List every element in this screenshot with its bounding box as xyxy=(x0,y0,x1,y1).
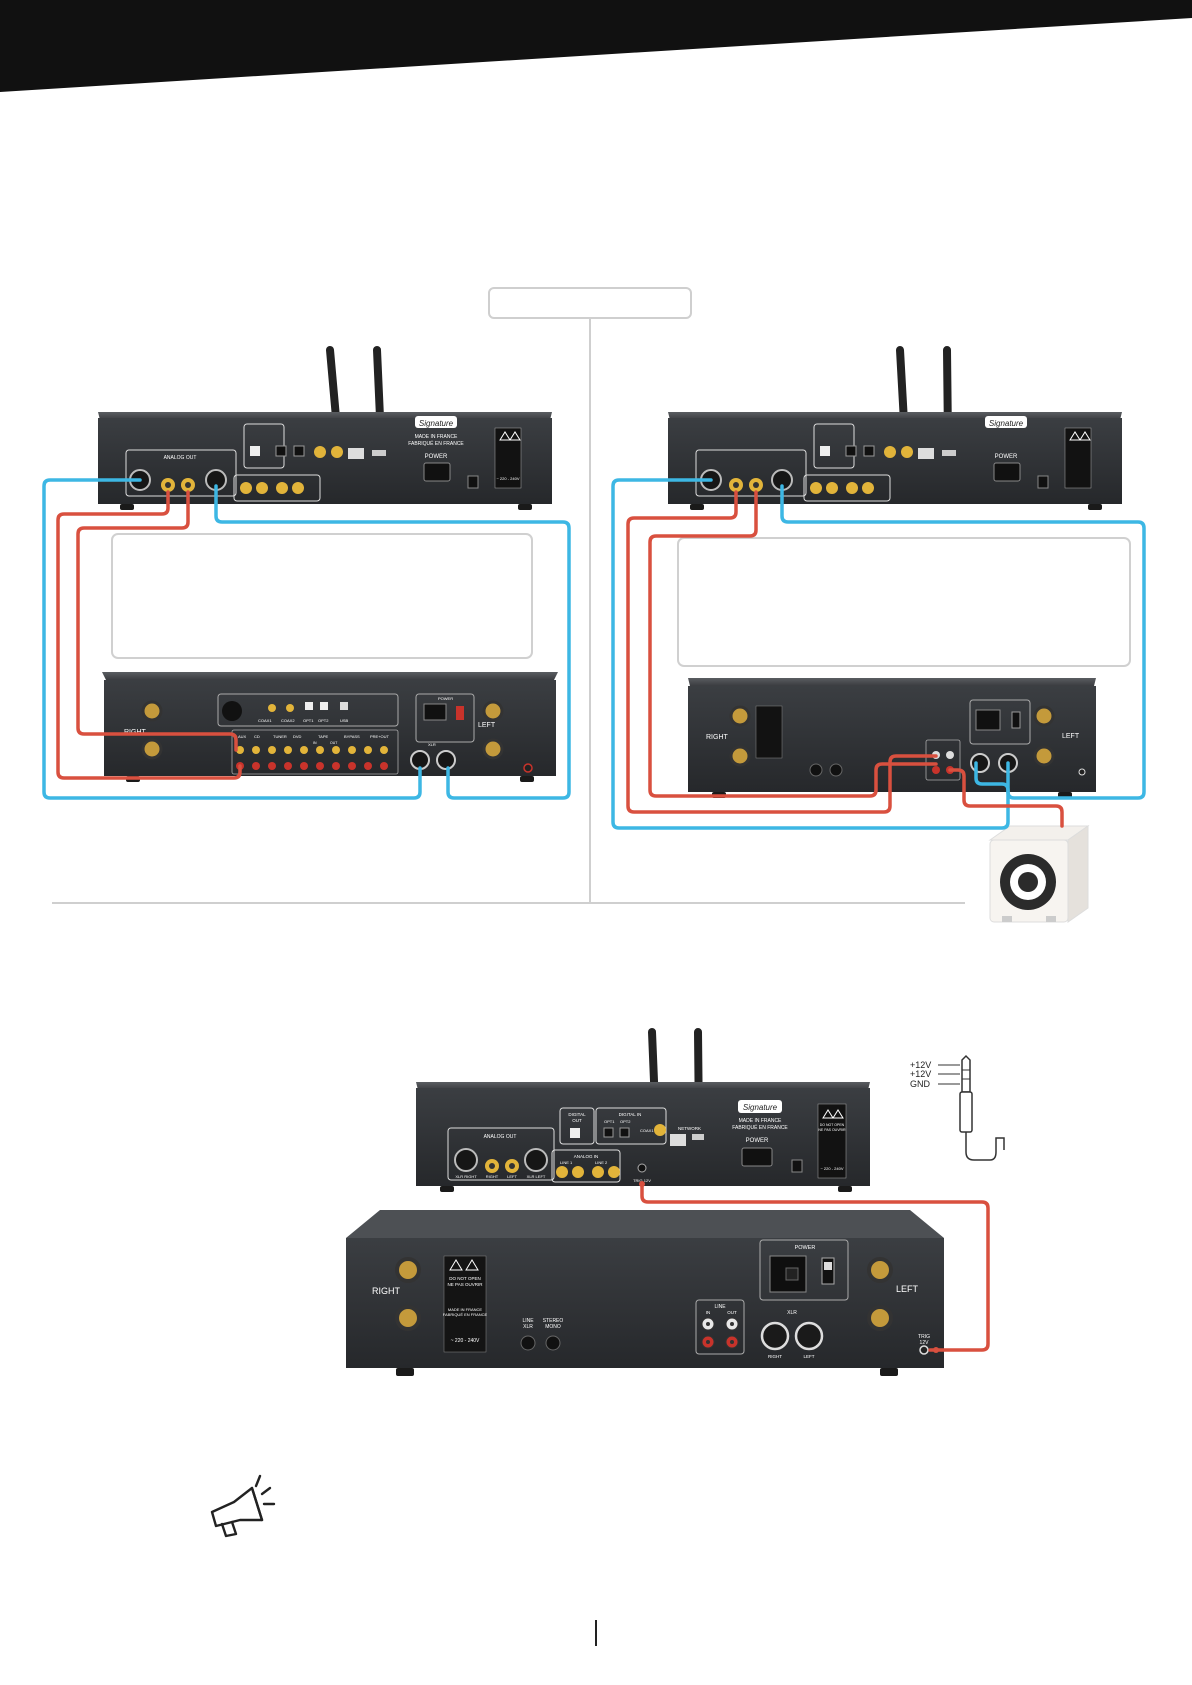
sb-line1-label: LINE 1 xyxy=(560,1160,573,1165)
sb-power-label: POWER xyxy=(746,1138,769,1144)
int-amp-opt1: OPT1 xyxy=(303,718,314,723)
pa-stereo-label: STEREO xyxy=(543,1318,564,1324)
streamer2-power-label: POWER xyxy=(995,454,1018,460)
int-amp-tape-out: OUT xyxy=(330,741,338,745)
header-band xyxy=(0,0,1192,92)
sb-trig-label: TRIG 12V xyxy=(633,1178,651,1183)
int-amp-coax2: COAX2 xyxy=(281,718,295,723)
sb-digital-out-label-2: OUT xyxy=(572,1118,582,1123)
int-amp-left-label: LEFT xyxy=(478,722,496,729)
pa-power-label: POWER xyxy=(795,1245,816,1251)
pa-left-label: LEFT xyxy=(896,1284,919,1294)
int-amp-usb: USB xyxy=(340,718,349,723)
note-box-left xyxy=(111,533,533,659)
pa-xlr-label: XLR xyxy=(787,1310,797,1316)
int-amp-dvd-label: DVD xyxy=(293,734,302,739)
pa-in-label: IN xyxy=(706,1310,711,1315)
int-amp-preout-label: PRE+OUT xyxy=(370,734,390,739)
streamer-made-in-label-fr: FABRIQUÉ EN FRANCE xyxy=(408,440,464,447)
sb-warning-label-fr: NE PAS OUVRIR xyxy=(818,1128,846,1132)
cables-left xyxy=(42,478,571,800)
jack-pin1: +12V xyxy=(910,1060,931,1070)
trigger-jack-icon: +12V +12V GND xyxy=(910,1054,1005,1161)
pa-made-in-label-fr: FABRIQUÉ EN FRANCE xyxy=(443,1312,488,1317)
jack-pin3: GND xyxy=(910,1079,931,1089)
pa-mono-label: MONO xyxy=(545,1324,561,1330)
streamer-right: Signature POWER xyxy=(668,346,1122,510)
sb-line2-label: LINE 2 xyxy=(595,1160,608,1165)
sb-made-in-label: MADE IN FRANCE xyxy=(739,1118,782,1124)
power-amp-bottom: RIGHT DO NOT OPEN NE PAS OUVRIR MADE IN … xyxy=(346,1210,944,1376)
sb-digital-out-label: DIGITAL xyxy=(568,1112,586,1117)
section-label-box xyxy=(488,287,692,319)
pa-trig-label-2: 12V xyxy=(920,1340,930,1346)
int-amp-xlr-label: XLR xyxy=(428,742,436,747)
megaphone-icon xyxy=(210,1474,276,1538)
pa-xlr-right-label: RIGHT xyxy=(768,1354,782,1359)
sb-digital-in-label: DIGITAL IN xyxy=(619,1112,642,1117)
sb-analog-in-label: ANALOG IN xyxy=(574,1154,599,1159)
int-amp-bypass-label: BYPASS xyxy=(344,734,360,739)
int-amp-opt2: OPT2 xyxy=(318,718,329,723)
integrated-amp: RIGHT LEFT COAX1 COAX2 OPT1 OPT2 USB POW… xyxy=(102,672,558,782)
streamer-voltage: ~ 220 - 240V xyxy=(496,476,519,481)
pa-small-right-label: RIGHT xyxy=(706,734,729,741)
int-amp-aux-label: AUX xyxy=(238,734,247,739)
sb-opt2: OPT2 xyxy=(620,1119,631,1124)
sb-analog-out-label: ANALOG OUT xyxy=(484,1134,517,1140)
sb-left: LEFT xyxy=(507,1174,517,1179)
streamer-left: ANALOG OUT Signature MADE IN FRANCE FABR… xyxy=(98,346,552,510)
power-amp-right: RIGHT LEFT xyxy=(688,678,1096,798)
sb-opt1: OPT1 xyxy=(604,1119,615,1124)
pa-voltage: ~ 220 - 240V xyxy=(451,1338,480,1344)
sb-made-in-label-fr: FABRIQUÉ EN FRANCE xyxy=(732,1124,788,1131)
streamer-brand-logo: Signature xyxy=(419,419,454,428)
streamer-made-in-label: MADE IN FRANCE xyxy=(415,434,458,440)
int-amp-tape-in: IN xyxy=(313,741,317,745)
sb-voltage: ~ 220 - 240V xyxy=(820,1166,843,1171)
sb-network-label: NETWORK xyxy=(678,1126,701,1131)
pa-warning-label-fr: NE PAS OUVRIR xyxy=(448,1282,484,1287)
pa-out-label: OUT xyxy=(727,1310,737,1315)
sb-xlr-left: XLR LEFT xyxy=(527,1174,546,1179)
cables-right xyxy=(611,478,1146,830)
int-amp-coax1: COAX1 xyxy=(258,718,272,723)
pa-line-label: LINE xyxy=(714,1304,726,1310)
pa-line-xlr-label: LINE xyxy=(522,1318,534,1324)
pa-made-in-label: MADE IN FRANCE xyxy=(448,1307,483,1312)
sb-xlr-right: XLR RIGHT xyxy=(455,1174,477,1179)
pa-warning-label: DO NOT OPEN xyxy=(449,1276,480,1281)
sb-right: RIGHT xyxy=(486,1174,499,1179)
int-amp-tuner-label: TUNER xyxy=(273,734,287,739)
sb-brand-logo: Signature xyxy=(743,1103,778,1112)
pa-small-left-label: LEFT xyxy=(1062,733,1080,740)
int-amp-tape-label: TAPE xyxy=(318,734,328,739)
pa-right-label: RIGHT xyxy=(372,1286,401,1296)
int-amp-cd-label: CD xyxy=(254,734,260,739)
streamer-bottom: ANALOG OUT XLR RIGHT RIGHT LEFT XLR LEFT… xyxy=(416,1028,870,1192)
pa-line-xlr-label-2: XLR xyxy=(523,1324,533,1330)
sb-warning-label: DO NOT OPEN xyxy=(820,1123,845,1127)
subwoofer-icon xyxy=(988,825,1090,923)
streamer2-brand-logo: Signature xyxy=(989,419,1024,428)
streamer-power-label: POWER xyxy=(425,454,448,460)
int-amp-power-label: POWER xyxy=(438,696,453,701)
trigger-cable xyxy=(640,1184,990,1352)
note-box-right xyxy=(677,537,1131,667)
sb-coax1: COAX1 xyxy=(640,1128,654,1133)
jack-pin2: +12V xyxy=(910,1069,931,1079)
streamer-analog-out-label: ANALOG OUT xyxy=(164,455,197,461)
pa-xlr-left-label: LEFT xyxy=(803,1354,814,1359)
pa-trig-label: TRIG xyxy=(918,1334,930,1340)
